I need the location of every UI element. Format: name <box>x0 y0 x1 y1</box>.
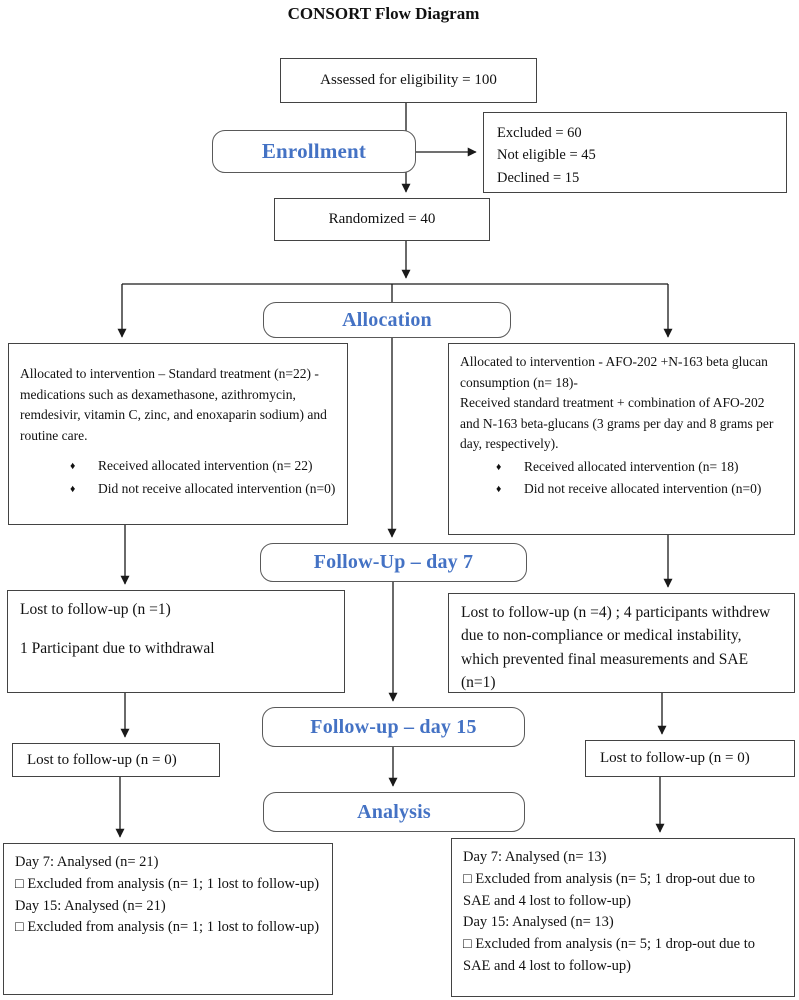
bullet-text: Received allocated intervention (n= 22) <box>98 458 313 474</box>
excluded-box: Excluded = 60 Not eligible = 45 Declined… <box>483 112 787 193</box>
allocation-left-bullet: ♦ Did not receive allocated intervention… <box>70 479 336 500</box>
analysis-box: Analysis <box>263 792 525 832</box>
allocation-left-text: Allocated to intervention – Standard tre… <box>20 366 327 443</box>
followup-day7-box: Follow-Up – day 7 <box>260 543 527 582</box>
enrollment-box: Enrollment <box>212 130 416 173</box>
analysis-left-line: □ Excluded from analysis (n= 1; 1 lost t… <box>15 919 320 936</box>
allocation-right-text: Received standard treatment + combinatio… <box>460 395 774 452</box>
lost-followup7-left-box: Lost to follow-up (n =1) 1 Participant d… <box>7 590 345 693</box>
randomized-box: Randomized = 40 <box>274 198 490 241</box>
diagram-title: CONSORT Flow Diagram <box>287 4 480 23</box>
analysis-left-box: Day 7: Analysed (n= 21) □ Excluded from … <box>3 843 333 995</box>
excluded-line: Not eligible = 45 <box>497 147 596 164</box>
allocation-right-box: Allocated to intervention - AFO-202 +N-1… <box>448 343 795 535</box>
excluded-line: Excluded = 60 <box>497 125 582 141</box>
diamond-bullet-icon: ♦ <box>496 461 502 473</box>
assessed-text: Assessed for eligibility = 100 <box>320 72 497 88</box>
bullet-text: Did not receive allocated intervention (… <box>98 480 336 496</box>
randomized-text: Randomized = 40 <box>328 211 436 227</box>
enrollment-label: Enrollment <box>261 139 367 163</box>
followup-day15-box: Follow-up – day 15 <box>262 707 525 747</box>
diamond-bullet-icon: ♦ <box>496 484 502 496</box>
analysis-left-line: Day 15: Analysed (n= 21) <box>15 897 166 914</box>
followup-day7-label: Follow-Up – day 7 <box>313 551 474 573</box>
analysis-right-box: Day 7: Analysed (n= 13) □ Excluded from … <box>451 838 795 997</box>
lost-followup15-right-text: Lost to follow-up (n = 0) <box>600 750 750 766</box>
allocation-label: Allocation <box>342 308 432 331</box>
excluded-line: Declined = 15 <box>497 169 580 186</box>
allocation-right-bullet: ♦ Did not receive allocated intervention… <box>496 479 783 500</box>
allocation-right-text: Allocated to intervention - AFO-202 +N-1… <box>460 354 768 390</box>
allocation-left-bullet: ♦ Received allocated intervention (n= 22… <box>70 456 336 477</box>
diamond-bullet-icon: ♦ <box>70 461 76 473</box>
lost-followup7-right-box: Lost to follow-up (n =4) ; 4 participant… <box>448 593 795 693</box>
lost-followup15-right-box: Lost to follow-up (n = 0) <box>585 740 795 777</box>
lost-followup15-left-box: Lost to follow-up (n = 0) <box>12 743 220 777</box>
allocation-right-bullet: ♦ Received allocated intervention (n= 18… <box>496 457 783 478</box>
analysis-left-line: □ Excluded from analysis (n= 1; 1 lost t… <box>15 875 320 892</box>
analysis-right-line: Day 15: Analysed (n= 13) <box>463 914 614 931</box>
analysis-right-line: □ Excluded from analysis (n= 5; 1 drop-o… <box>463 870 755 909</box>
lost-followup7-left-line: 1 Participant due to withdrawal <box>20 640 215 658</box>
analysis-left-line: Day 7: Analysed (n= 21) <box>15 854 159 870</box>
followup-day15-label: Follow-up – day 15 <box>310 715 477 738</box>
diamond-bullet-icon: ♦ <box>70 483 76 495</box>
lost-followup7-right-text: Lost to follow-up (n =4) ; 4 participant… <box>461 604 771 691</box>
lost-followup7-left-line: Lost to follow-up (n =1) <box>20 601 171 618</box>
bullet-text: Received allocated intervention (n= 18) <box>524 458 739 474</box>
assessed-box: Assessed for eligibility = 100 <box>280 58 537 103</box>
analysis-right-line: Day 7: Analysed (n= 13) <box>463 849 607 865</box>
analysis-right-line: □ Excluded from analysis (n= 5; 1 drop-o… <box>463 936 755 974</box>
allocation-left-box: Allocated to intervention – Standard tre… <box>8 343 348 525</box>
allocation-box: Allocation <box>263 302 511 338</box>
bullet-text: Did not receive allocated intervention (… <box>524 481 762 497</box>
lost-followup15-left-text: Lost to follow-up (n = 0) <box>27 751 177 768</box>
analysis-label: Analysis <box>357 800 431 823</box>
